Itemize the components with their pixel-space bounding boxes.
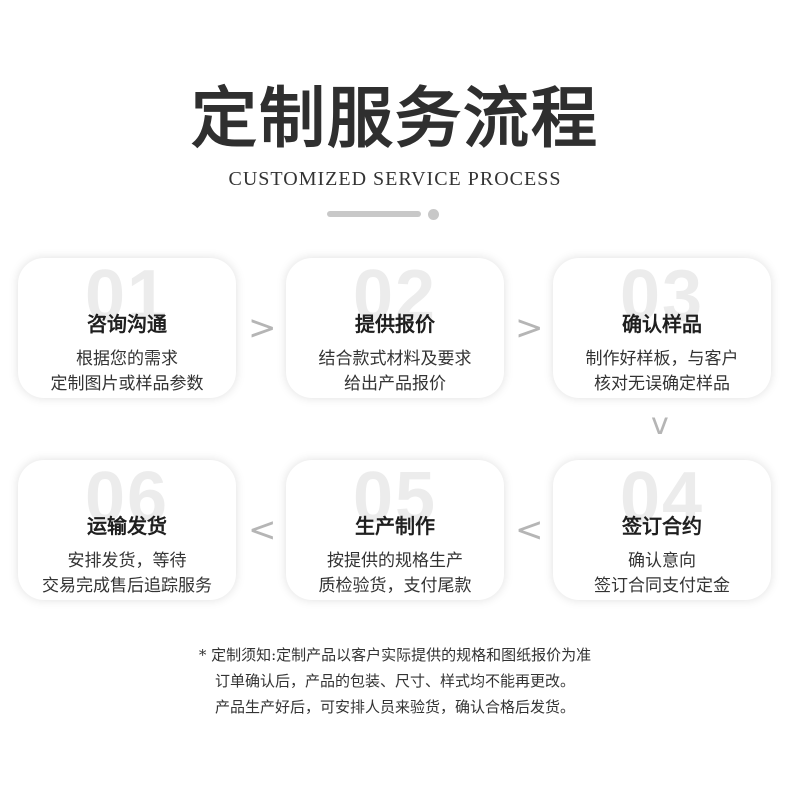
step-title: 运输发货 bbox=[87, 514, 167, 538]
page-subtitle: CUSTOMIZED SERVICE PROCESS bbox=[228, 168, 562, 190]
step-number: 06 bbox=[84, 458, 170, 538]
step-number: 02 bbox=[352, 256, 438, 336]
page-title: 定制服务流程 bbox=[191, 79, 599, 157]
step-desc-line2: 签订合同支付定金 bbox=[594, 576, 730, 596]
step-desc-line1: 制作好样板，与客户 bbox=[585, 349, 739, 369]
step-card-sample: 03 确认样品 制作好样板，与客户 核对无误确定样品 bbox=[553, 258, 771, 398]
notice-line-1: * 定制须知:定制产品以客户实际提供的规格和图纸报价为准 bbox=[198, 646, 592, 664]
step-desc-line1: 根据您的需求 bbox=[76, 349, 178, 369]
step-card-production: 05 生产制作 按提供的规格生产 质检验货，支付尾款 bbox=[286, 460, 504, 600]
step-desc-line1: 结合款式材料及要求 bbox=[318, 349, 472, 369]
step-desc-line2: 核对无误确定样品 bbox=[594, 374, 730, 394]
step-title: 确认样品 bbox=[622, 312, 702, 336]
step-number: 05 bbox=[352, 458, 438, 538]
step-title: 提供报价 bbox=[355, 312, 435, 336]
step-desc-line2: 定制图片或样品参数 bbox=[50, 374, 204, 394]
step-desc-line2: 给出产品报价 bbox=[344, 374, 446, 394]
step-card-shipping: 06 运输发货 安排发货，等待 交易完成售后追踪服务 bbox=[18, 460, 236, 600]
arrow-right-icon: > bbox=[515, 308, 544, 348]
step-title: 签订合约 bbox=[622, 514, 702, 538]
step-title: 生产制作 bbox=[355, 514, 435, 538]
step-number: 01 bbox=[84, 256, 170, 336]
step-number: 04 bbox=[619, 458, 705, 538]
step-desc-line2: 交易完成售后追踪服务 bbox=[42, 576, 212, 596]
arrow-right-icon: > bbox=[248, 308, 277, 348]
step-desc-line1: 安排发货，等待 bbox=[67, 551, 187, 571]
step-title: 咨询沟通 bbox=[87, 312, 167, 336]
divider-dot bbox=[428, 209, 439, 220]
divider-line bbox=[327, 211, 421, 217]
arrow-left-icon: < bbox=[248, 510, 277, 550]
arrow-down-icon: v bbox=[651, 407, 669, 442]
step-card-quote: 02 提供报价 结合款式材料及要求 给出产品报价 bbox=[286, 258, 504, 398]
step-number: 03 bbox=[619, 256, 705, 336]
step-desc-line1: 确认意向 bbox=[628, 551, 696, 571]
step-card-contract: 04 签订合约 确认意向 签订合同支付定金 bbox=[553, 460, 771, 600]
step-desc-line1: 按提供的规格生产 bbox=[327, 551, 463, 571]
step-desc-line2: 质检验货，支付尾款 bbox=[318, 576, 472, 596]
step-card-consult: 01 咨询沟通 根据您的需求 定制图片或样品参数 bbox=[18, 258, 236, 398]
arrow-left-icon: < bbox=[515, 510, 544, 550]
notice-line-3: 产品生产好后，可安排人员来验货，确认合格后发货。 bbox=[214, 698, 575, 716]
notice-line-2: 订单确认后，产品的包装、尺寸、样式均不能再更改。 bbox=[214, 672, 575, 690]
